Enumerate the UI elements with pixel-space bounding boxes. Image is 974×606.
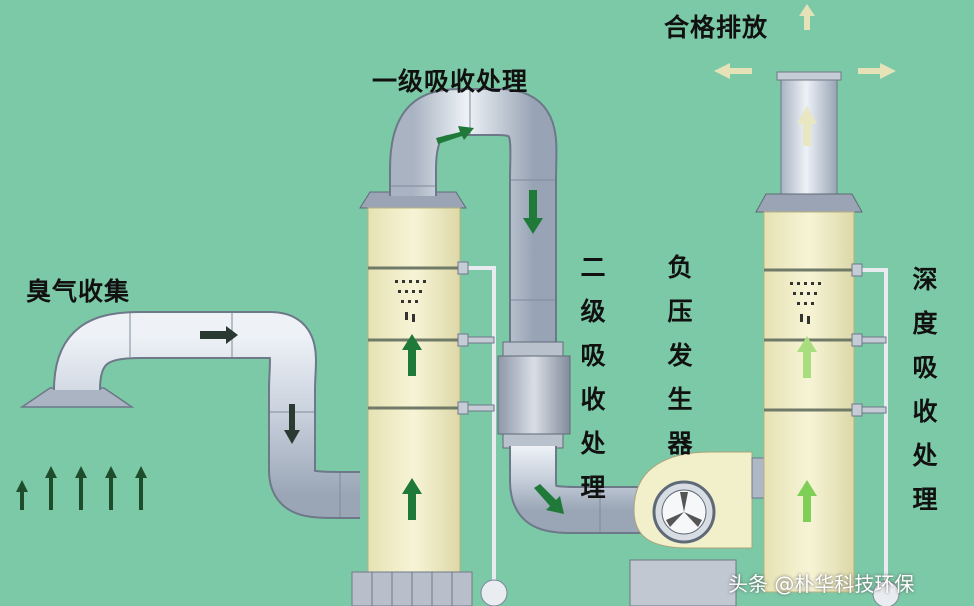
arrow-tower1-lower bbox=[402, 478, 422, 520]
deep-tower bbox=[755, 71, 900, 606]
arrow-discharge-right bbox=[858, 63, 896, 79]
secondary-absorber bbox=[497, 341, 571, 449]
primary-tower bbox=[351, 191, 508, 606]
fan-unit bbox=[629, 451, 769, 606]
arrow-stack bbox=[797, 106, 817, 146]
arrow-tower2-lower bbox=[797, 480, 817, 522]
watermark: 头条 @朴华科技环保 bbox=[728, 572, 915, 596]
arrow-fan-inlet bbox=[534, 484, 564, 514]
arrow-down-duct bbox=[523, 190, 543, 234]
label-primary-absorption: 一级吸收处理 bbox=[372, 67, 529, 96]
label-deep-absorption: 深度吸收处理 bbox=[912, 265, 938, 514]
arrow-tower1-upper bbox=[402, 334, 422, 376]
label-odor-collection: 臭气收集 bbox=[26, 277, 131, 306]
label-secondary-absorption: 二级吸收处理 bbox=[580, 253, 606, 502]
arrow-inlet-down bbox=[284, 404, 300, 444]
fan-inlet-duct bbox=[509, 446, 650, 534]
collection-hood bbox=[19, 387, 135, 408]
label-negative-pressure-generator: 负压发生器 bbox=[667, 253, 693, 458]
label-qualified-discharge: 合格排放 bbox=[664, 13, 769, 42]
arrow-discharge-up bbox=[799, 4, 815, 30]
arrow-inlet-right bbox=[200, 326, 238, 344]
arrow-top-duct bbox=[436, 126, 474, 144]
arrow-tower2-upper bbox=[797, 336, 817, 378]
inlet-duct bbox=[53, 311, 360, 519]
arrow-discharge-left bbox=[714, 63, 752, 79]
flow-arrows bbox=[16, 4, 896, 522]
transfer-duct bbox=[389, 87, 558, 350]
